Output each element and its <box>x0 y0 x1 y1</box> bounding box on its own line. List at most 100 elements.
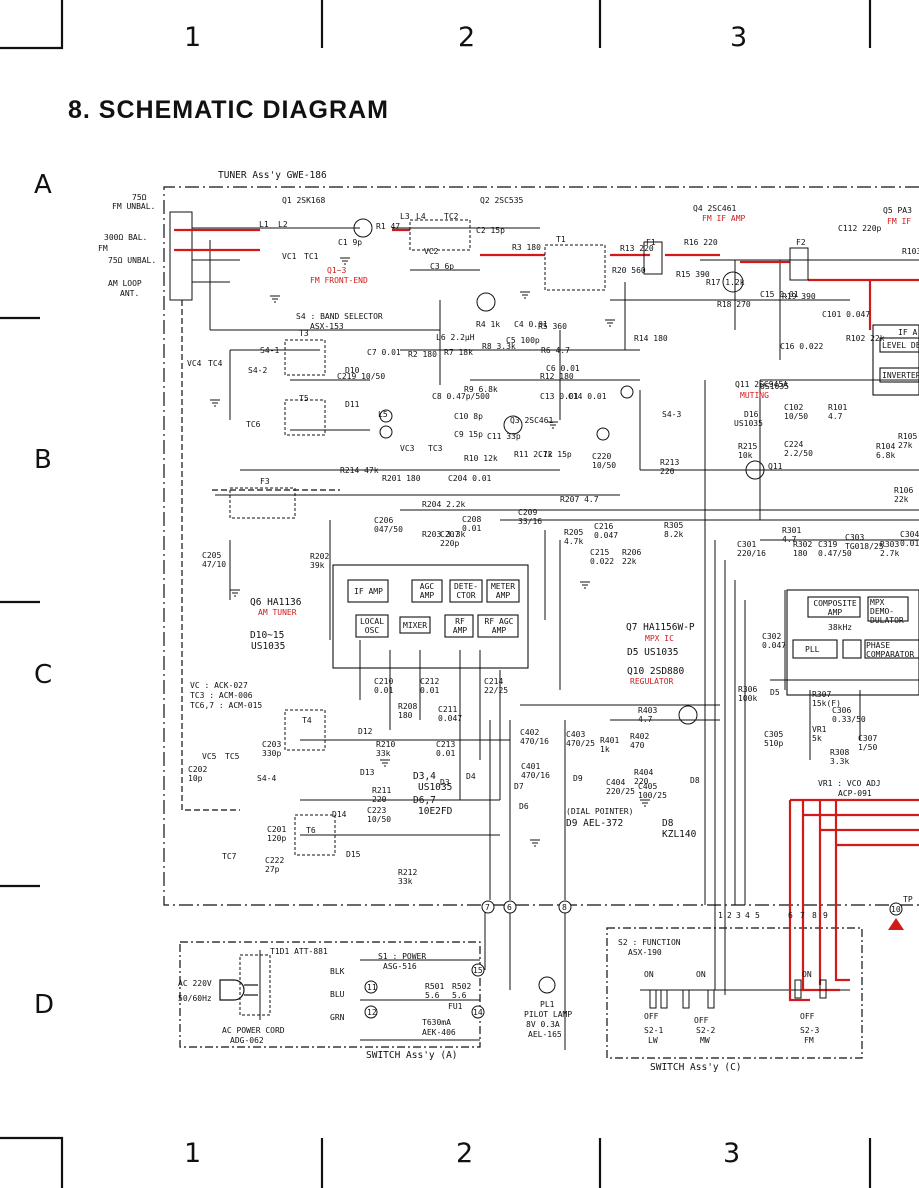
s2-3-off-label: OFF <box>800 1012 815 1021</box>
pilot-lamp-rating-label: 8V 0.3A <box>526 1020 560 1029</box>
d10-15-label: D10~15 <box>250 630 285 641</box>
row-letter-b: B <box>34 445 52 475</box>
component-label: L1 <box>259 220 269 229</box>
d16-label: US1035 <box>734 419 763 428</box>
antenna-fm-unbal-label: FM UNBAL. <box>112 202 156 211</box>
component-label: C203 330p <box>262 740 282 758</box>
component-label: S4-1 <box>260 346 280 355</box>
component-label: C301 220/16 <box>737 540 766 558</box>
antenna-75-unbal-label: 75Ω UNBAL. <box>108 256 157 265</box>
column-number-2: 2 <box>458 22 476 53</box>
column-number-2-bottom: 2 <box>456 1138 474 1169</box>
component-label: T3 <box>299 329 309 338</box>
s2-3-on-label: ON <box>802 970 812 979</box>
component-label: VC1 <box>282 252 297 261</box>
component-label: R212 33k <box>398 868 418 886</box>
component-label: R103 390 <box>902 247 919 256</box>
row-letter-c: C <box>34 660 53 690</box>
component-label: R205 4.7k <box>564 528 584 546</box>
wire-blk-label: BLK <box>330 967 345 976</box>
d6-7-label: D6,7 <box>413 795 436 806</box>
connector-1: 1 <box>718 911 723 920</box>
component-label: TC5 <box>225 752 240 761</box>
component-label: VC2 <box>424 247 439 256</box>
switch-assy-a-label: SWITCH Ass'y (A) <box>366 1050 458 1061</box>
component-label: R104 6.8k <box>876 442 896 460</box>
component-label: R204 2.2k <box>422 500 466 509</box>
wire-blu-label: BLU <box>330 990 345 999</box>
connector-6-right: 6 <box>788 911 793 920</box>
q1-3-role-label: FM FRONT-END <box>310 276 368 285</box>
component-label: L5 <box>378 410 388 419</box>
component-label: R402 470 <box>630 732 650 750</box>
component-label: C304 0.018 <box>900 530 919 548</box>
component-label: R9 6.8k <box>464 385 498 394</box>
component-label: R211 220 <box>372 786 392 804</box>
q1-label: Q1 2SK168 <box>282 196 326 205</box>
component-label: R306 100k <box>738 685 758 703</box>
fuse-id-label: FU1 <box>448 1002 463 1011</box>
ic-phase-comp-label: PHASE COMPARATOR <box>866 641 915 659</box>
component-label: R105 27k <box>898 432 918 450</box>
q5-label: Q5 PA3 <box>883 206 912 215</box>
am-loop-label: AM LOOP <box>108 279 142 288</box>
connector-15: 15 <box>473 966 483 975</box>
tc67-note: TC6,7 : ACM-015 <box>190 701 263 710</box>
component-label: C223 10/50 <box>367 806 392 824</box>
s4-part-label: ASX-153 <box>310 322 344 331</box>
d6-7-part-label: 10E2FD <box>418 806 453 817</box>
connector-2: 2 <box>727 911 732 920</box>
component-label: R307 15k(F) <box>812 690 841 708</box>
component-label: C401 470/16 <box>521 762 550 780</box>
component-label: C5 100p <box>506 336 540 345</box>
component-label: C220 10/50 <box>592 452 617 470</box>
pl1-label: PL1 <box>540 1000 555 1009</box>
ic-inverter-label: INVERTER <box>882 371 919 380</box>
ic-38khz-label: 38kHz <box>828 623 853 632</box>
s2-1-band-label: LW <box>648 1036 658 1045</box>
component-label: C402 470/16 <box>520 728 549 746</box>
ac-voltage-label: AC 220V <box>178 979 212 988</box>
s2-2-off-label: OFF <box>694 1016 709 1025</box>
page-title: 8. SCHEMATIC DIAGRAM <box>68 96 389 124</box>
component-label: R19 390 <box>782 292 816 301</box>
ic-local-osc-label: LOCAL OSC <box>359 617 385 635</box>
component-label: R404 220 <box>634 768 654 786</box>
component-label: TC7 <box>222 852 237 861</box>
component-label: C211 0.047 <box>438 705 463 723</box>
component-label: C224 2.2/50 <box>784 440 813 458</box>
component-label: R207 4.7 <box>560 495 599 504</box>
component-label: D13 <box>360 768 375 777</box>
component-label: C215 0.022 <box>590 548 615 566</box>
component-label: T4 <box>302 716 312 725</box>
row-letter-a: A <box>34 170 52 200</box>
wiring <box>169 211 919 1050</box>
connector-12: 12 <box>367 1008 377 1017</box>
column-number-1: 1 <box>184 22 202 53</box>
tp-label: TP <box>903 895 913 904</box>
s2-function-label: S2 : FUNCTION <box>618 938 681 947</box>
component-label: C201 120p <box>267 825 287 843</box>
switch-assy-c-label: SWITCH Ass'y (C) <box>650 1062 742 1073</box>
component-label: R308 3.3k <box>830 748 850 766</box>
s2-2-band-label: MW <box>700 1036 710 1045</box>
q5-role-label: FM IF <box>887 217 912 226</box>
component-label: C202 10p <box>188 765 208 783</box>
component-label: S4-3 <box>662 410 682 419</box>
component-label: C9 15p <box>454 430 483 439</box>
component-label: R11 2.7k <box>514 450 553 459</box>
ic-rf-amp-label: RF AMP <box>452 617 468 635</box>
connector-7: 7 <box>485 903 490 912</box>
ic-if-amp-label: IF AMP <box>354 587 383 596</box>
component-label: C216 0.047 <box>594 522 619 540</box>
connector-8: 8 <box>562 903 567 912</box>
d3-4-part-label: US1035 <box>418 782 453 793</box>
component-label: C307 1/50 <box>858 734 878 752</box>
antenna-fm-label: FM <box>98 244 108 253</box>
component-label: D4 <box>466 772 476 781</box>
component-label: VR1 5k <box>812 725 827 743</box>
component-label: C306 0.33/50 <box>832 706 866 724</box>
component-label: VC4 <box>187 359 202 368</box>
component-label: C319 0.47/50 <box>818 540 852 558</box>
component-label: D16 <box>744 410 759 419</box>
